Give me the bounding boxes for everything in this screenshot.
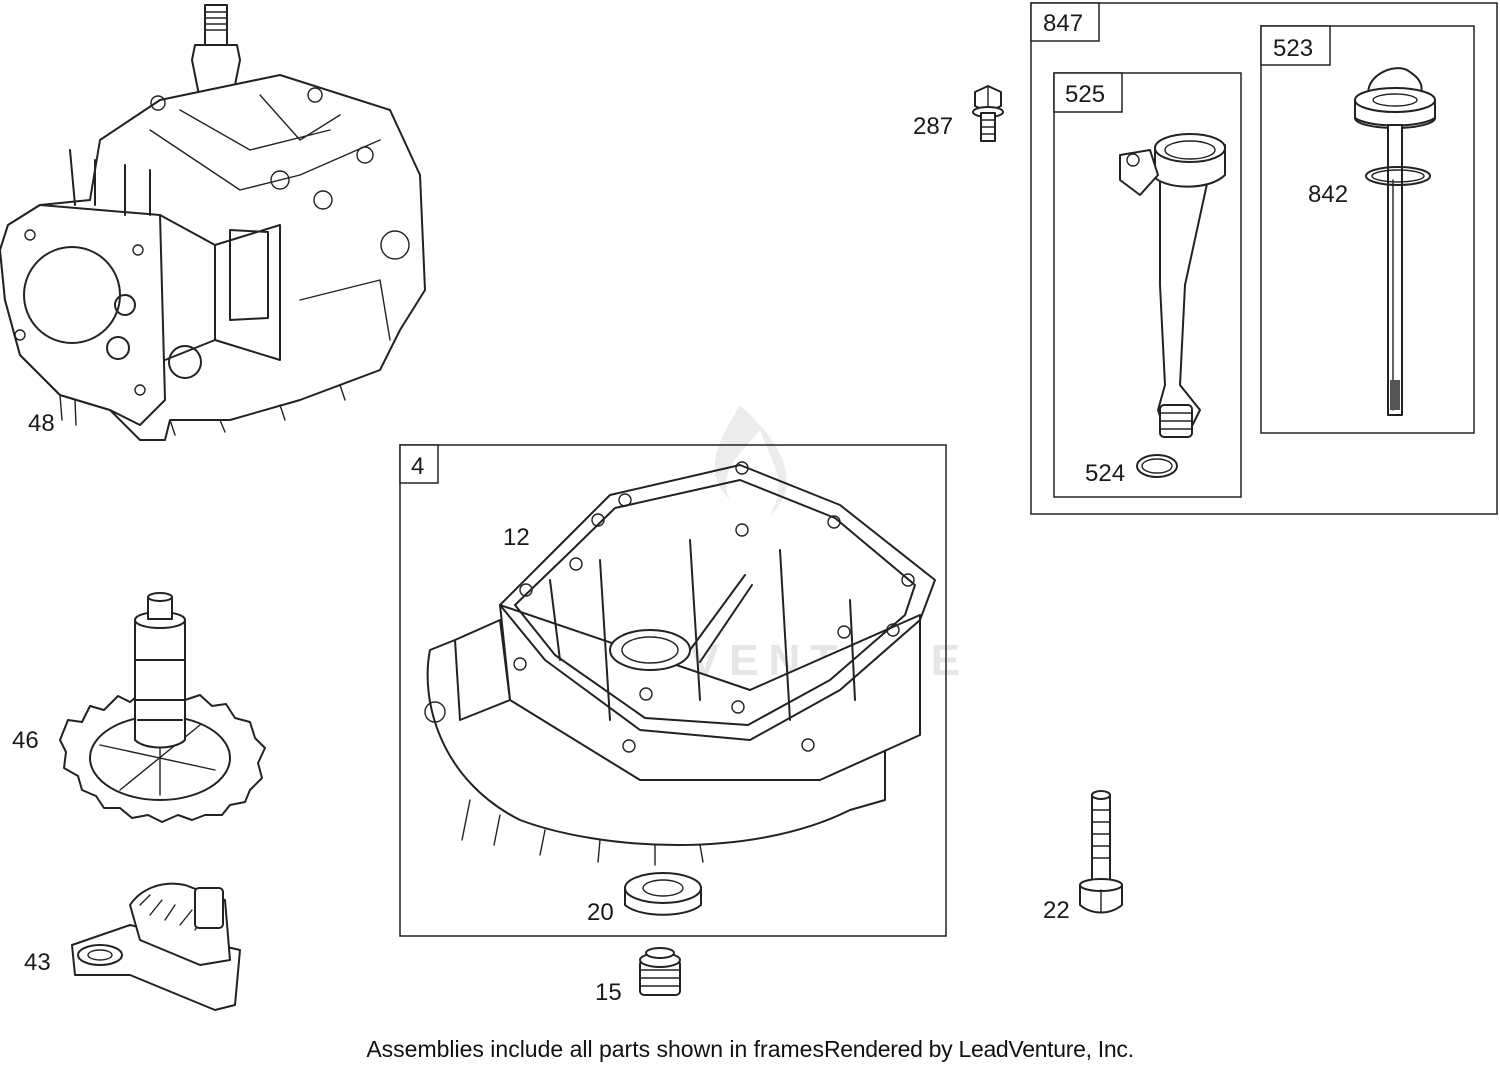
- part-22-bolt[interactable]: 22: [1043, 790, 1123, 924]
- part-48-cylinder-block[interactable]: 48: [0, 4, 426, 441]
- frame-4-label: 4: [411, 453, 424, 480]
- callout-842: 842: [1308, 181, 1348, 208]
- part-842-o-ring[interactable]: [1365, 166, 1431, 186]
- footer: Assemblies include all parts shown in fr…: [0, 1036, 1500, 1063]
- part-15-plug[interactable]: 15: [595, 947, 681, 1006]
- frame-525: 525 524: [1053, 72, 1242, 498]
- frame-523: 523 842: [1260, 25, 1475, 434]
- frame-523-label: 523: [1273, 35, 1313, 62]
- callout-15: 15: [595, 979, 622, 1006]
- frame-847-label: 847: [1043, 10, 1083, 37]
- rendered-by-credit: Rendered by LeadVenture, Inc.: [823, 1036, 1134, 1062]
- callout-46: 46: [12, 727, 39, 754]
- callout-48: 48: [28, 410, 55, 437]
- part-525-oil-fill-tube[interactable]: [1119, 133, 1226, 438]
- part-4-crankcase-cover[interactable]: [424, 461, 936, 866]
- frame-4: 4: [399, 444, 947, 937]
- callout-43: 43: [24, 949, 51, 976]
- part-524-o-ring[interactable]: [1136, 454, 1178, 478]
- part-43-governor[interactable]: 43: [24, 882, 241, 1011]
- part-20-oil-seal[interactable]: [624, 872, 702, 916]
- part-523-dipstick[interactable]: [1354, 67, 1436, 416]
- callout-12: 12: [503, 524, 530, 551]
- assemblies-note: Assemblies include all parts shown in fr…: [366, 1036, 824, 1062]
- callout-524: 524: [1085, 460, 1125, 487]
- callout-22: 22: [1043, 897, 1070, 924]
- part-46-camshaft[interactable]: 46: [12, 592, 266, 823]
- part-12-gasket[interactable]: [499, 461, 936, 753]
- frame-847: 847 525 524: [1030, 2, 1498, 515]
- frame-525-label: 525: [1065, 81, 1105, 108]
- callout-20: 20: [587, 899, 614, 926]
- callout-287: 287: [913, 113, 953, 140]
- part-287-bolt[interactable]: 287: [913, 85, 1004, 142]
